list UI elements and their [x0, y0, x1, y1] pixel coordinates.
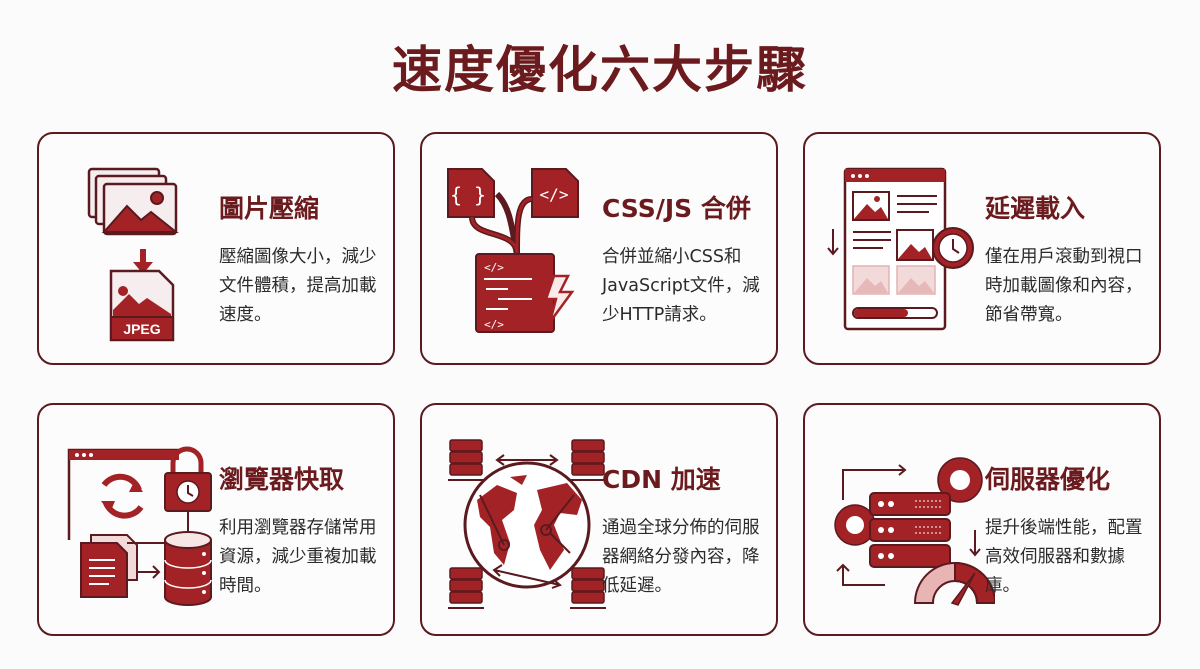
card-description: 通過全球分佈的伺服器網絡分發內容，降低延遲。 — [602, 518, 760, 596]
card-description: 僅在用戶滾動到視口時加載圖像和內容，節省帶寬。 — [985, 247, 1143, 325]
card-css-js-merge: { } </> </> </> CSS/JS 合併 — [420, 132, 778, 365]
card-title: 圖片壓縮 — [219, 194, 320, 223]
card-cdn: CDN 加速 通過全球分佈的伺服器網絡分發內容，降低延遲。 — [420, 403, 778, 636]
svg-text:</>: </> — [484, 261, 504, 274]
card-description: 提升後端性能，配置高效伺服器和數據庫。 — [985, 518, 1143, 596]
card-title: 延遲載入 — [985, 194, 1086, 223]
svg-text:</>: </> — [484, 318, 504, 331]
card-title: CSS/JS 合併 — [602, 194, 751, 223]
svg-text:</>: </> — [540, 185, 569, 204]
cdn-globe-servers-icon — [442, 425, 612, 615]
server-gears-gauge-icon — [825, 425, 997, 615]
page-title: 速度優化六大步驟 — [392, 41, 808, 99]
card-server-optimization: 伺服器優化 提升後端性能，配置高效伺服器和數據庫。 — [803, 403, 1161, 636]
card-description: 利用瀏覽器存儲常用資源，減少重複加載時間。 — [219, 518, 377, 596]
card-image-compression: JPEG 圖片壓縮 壓縮圖像大小，減少文件體積，提高加載速度。 — [37, 132, 395, 365]
lazy-load-page-clock-icon — [825, 154, 995, 344]
image-compress-jpeg-icon: JPEG — [59, 154, 229, 344]
card-description: 壓縮圖像大小，減少文件體積，提高加載速度。 — [219, 247, 377, 325]
svg-text:{ }: { } — [450, 183, 486, 207]
card-browser-cache: 瀏覽器快取 利用瀏覽器存儲常用資源，減少重複加載時間。 — [37, 403, 395, 636]
card-lazy-loading: 延遲載入 僅在用戶滾動到視口時加載圖像和內容，節省帶寬。 — [803, 132, 1161, 365]
code-merge-icon: { } </> </> </> — [442, 154, 612, 344]
card-title: 伺服器優化 — [985, 465, 1111, 494]
jpeg-label: JPEG — [123, 321, 160, 337]
card-title: 瀏覽器快取 — [219, 465, 345, 494]
card-description: 合併並縮小CSS和JavaScript文件，減少HTTP請求。 — [602, 247, 760, 325]
card-title: CDN 加速 — [602, 465, 721, 494]
browser-cache-database-icon — [59, 425, 229, 615]
